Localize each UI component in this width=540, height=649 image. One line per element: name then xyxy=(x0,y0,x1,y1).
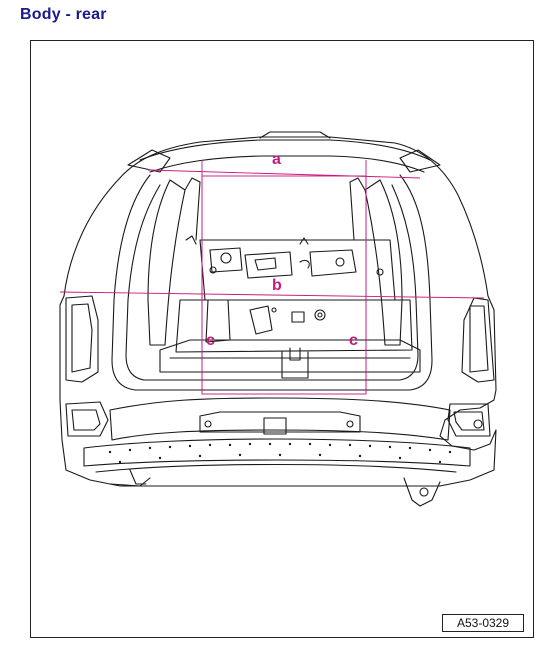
body-outer-shell xyxy=(59,136,497,487)
page-title: Body - rear xyxy=(20,6,107,23)
dimension-b-line xyxy=(59,291,485,299)
label-c-left: c xyxy=(206,332,215,349)
left-pillar-trim xyxy=(147,179,186,346)
dimension-a-top xyxy=(147,169,421,179)
cargo-floor xyxy=(175,299,413,353)
dimension-a-box xyxy=(201,175,367,395)
dimension-lines xyxy=(59,160,485,395)
label-a: a xyxy=(272,151,281,168)
roof-header xyxy=(139,139,431,161)
label-b: b xyxy=(272,277,282,294)
right-side-panel xyxy=(461,297,495,383)
left-lamp-housing xyxy=(65,401,109,437)
reference-code: A53-0329 xyxy=(442,614,524,632)
right-pillar-trim xyxy=(364,179,403,346)
bumper-carrier xyxy=(83,438,471,467)
rear-cross-member xyxy=(109,397,451,441)
left-side-panel xyxy=(65,295,99,383)
figure-frame xyxy=(30,40,534,638)
rivet-row xyxy=(108,442,452,464)
tailgate-opening xyxy=(111,174,433,391)
right-lamp-housing xyxy=(447,403,491,437)
label-c-right: c xyxy=(349,332,358,349)
